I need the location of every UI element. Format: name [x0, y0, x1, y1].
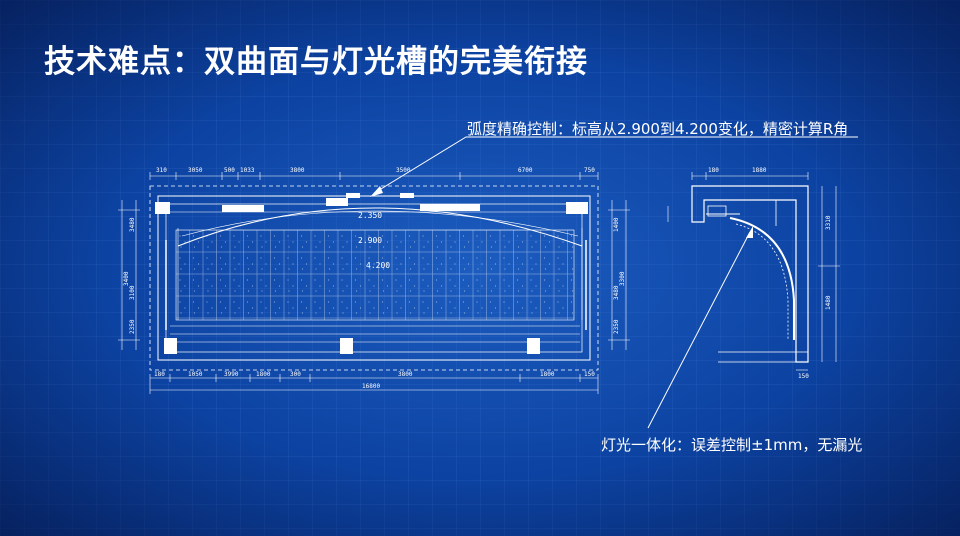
dim-text: 3310	[825, 215, 832, 230]
dim-text: 3500	[396, 167, 411, 174]
dim-text: 1033	[240, 167, 255, 174]
dim-text: 3800	[398, 371, 413, 378]
section-dimensions: 180 1880 3310 1480 150	[708, 167, 832, 380]
dim-text: 3990	[224, 371, 239, 378]
slide-title: 技术难点：双曲面与灯光槽的完美衔接	[44, 44, 588, 80]
dim-text: 150	[584, 371, 595, 378]
dim-text: 3400	[123, 271, 130, 286]
dim-text: 1800	[540, 371, 555, 378]
dim-text: 3480	[129, 217, 136, 232]
plan-top-dimensions: 310 3050 500 1033 3800 3500 6700 750	[156, 167, 595, 174]
light-callout-leader	[647, 231, 751, 429]
dim-text: 180	[708, 167, 719, 174]
dim-text: 1880	[752, 167, 767, 174]
dim-text: 300	[290, 371, 301, 378]
dim-text: 3800	[290, 167, 305, 174]
dim-text: 1480	[825, 295, 832, 310]
plan-elevation-labels: 2.350 2.900 4.200	[358, 211, 390, 270]
arrowhead-icon	[746, 226, 753, 238]
plan-top-dimension-line	[149, 172, 599, 180]
plan-left-dimensions: 3400 3480 3100 2350	[123, 217, 136, 334]
dim-text: 500	[224, 167, 235, 174]
elevation-label: 2.900	[358, 236, 382, 245]
callout-leaders	[370, 136, 858, 429]
dim-text: 3480	[613, 285, 620, 300]
plan-right-dimensions: 1400 3300 3480 2350	[613, 217, 626, 334]
dim-text: 180	[154, 371, 165, 378]
plan-side-dimension-lines	[118, 200, 630, 350]
light-slot-section-drawing	[667, 172, 840, 371]
ceiling-plan-drawing	[149, 185, 599, 371]
plan-bottom-dimensions: 180 1050 3990 1800 300 3800 1800 150 168…	[154, 371, 595, 390]
elevation-label: 4.200	[366, 261, 390, 270]
dim-text: 310	[156, 167, 167, 174]
plan-column-blocks	[155, 193, 588, 354]
dim-text: 3100	[129, 285, 136, 300]
elevation-label: 2.350	[358, 211, 382, 220]
dim-text: 1800	[256, 371, 271, 378]
dim-text: 1050	[188, 371, 203, 378]
dim-text: 3300	[619, 271, 626, 286]
dim-text: 6700	[518, 167, 533, 174]
dim-text: 3050	[188, 167, 203, 174]
dim-text: 150	[798, 373, 809, 380]
total-dim-text: 16800	[362, 383, 380, 390]
dim-text: 2350	[129, 319, 136, 334]
plan-bottom-dimension-line	[149, 374, 599, 394]
dim-text: 2350	[613, 319, 620, 334]
arc-callout-leader	[375, 136, 858, 193]
arc-precision-callout: 弧度精确控制：标高从2.900到4.200变化，精密计算R角	[467, 120, 849, 138]
light-integration-callout: 灯光一体化：误差控制±1mm，无漏光	[601, 436, 863, 454]
dim-text: 750	[584, 167, 595, 174]
arrowhead-icon	[370, 186, 383, 197]
dim-text: 1400	[613, 217, 620, 232]
